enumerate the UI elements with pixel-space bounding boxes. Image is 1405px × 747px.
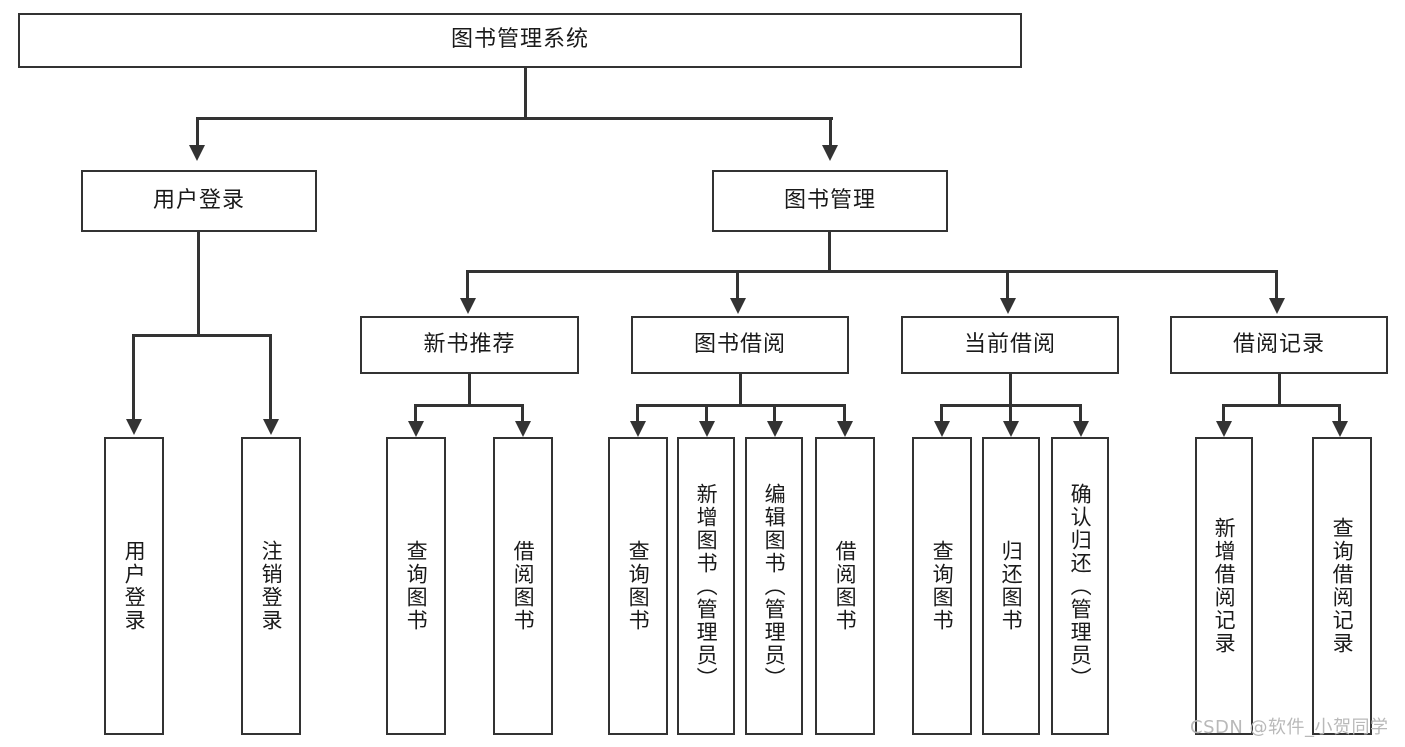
connector-user-login-drop-2 <box>269 334 272 419</box>
node-label: 用户登录 <box>122 540 147 632</box>
arrow-to-leaf-user-login <box>126 419 142 435</box>
connector-new-book-drop-1 <box>414 404 417 421</box>
connector-book-borrow-bus <box>636 404 846 407</box>
connector-borrow-record-drop-2 <box>1338 404 1341 421</box>
leaf-query-book-borrow[interactable]: 查询图书 <box>608 437 668 735</box>
node-label: 归还图书 <box>999 540 1024 632</box>
leaf-query-book-current[interactable]: 查询图书 <box>912 437 972 735</box>
connector-book-mgmt-drop-3 <box>1006 270 1009 298</box>
arrow-to-book-borrow <box>730 298 746 314</box>
connector-book-mgmt-drop-2 <box>736 270 739 298</box>
node-label: 注销登录 <box>259 540 284 632</box>
node-label: 借阅图书 <box>511 540 536 632</box>
connector-current-borrow-drop-1 <box>940 404 943 421</box>
connector-book-mgmt-drop-1 <box>466 270 469 298</box>
connector-user-login-stem <box>197 232 200 336</box>
node-label: 新增图书（管理员） <box>694 482 719 690</box>
node-label: 借阅记录 <box>1232 331 1325 357</box>
connector-book-mgmt-drop-4 <box>1275 270 1278 298</box>
connector-borrow-record-stem <box>1278 374 1281 406</box>
connector-book-borrow-drop-3 <box>773 404 776 421</box>
connector-root-drop-right <box>829 117 832 145</box>
leaf-query-book-recommend[interactable]: 查询图书 <box>386 437 446 735</box>
connector-user-login-bus <box>132 334 272 337</box>
node-new-book-recommend[interactable]: 新书推荐 <box>360 316 579 374</box>
leaf-logout[interactable]: 注销登录 <box>241 437 301 735</box>
node-label: 编辑图书（管理员） <box>762 482 787 690</box>
connector-book-borrow-stem <box>739 374 742 406</box>
connector-new-book-bus <box>414 404 524 407</box>
leaf-return-book[interactable]: 归还图书 <box>982 437 1040 735</box>
node-root-system[interactable]: 图书管理系统 <box>18 13 1022 68</box>
node-label: 图书管理 <box>783 187 876 213</box>
node-user-login[interactable]: 用户登录 <box>81 170 317 232</box>
leaf-user-login[interactable]: 用户登录 <box>104 437 164 735</box>
arrow-to-leaf-logout <box>263 419 279 435</box>
connector-borrow-record-drop-1 <box>1222 404 1225 421</box>
leaf-edit-book-admin[interactable]: 编辑图书（管理员） <box>745 437 803 735</box>
leaf-add-book-admin[interactable]: 新增图书（管理员） <box>677 437 735 735</box>
connector-book-borrow-drop-1 <box>636 404 639 421</box>
node-label: 查询借阅记录 <box>1330 517 1355 655</box>
arrow-to-borrow-record <box>1269 298 1285 314</box>
connector-new-book-drop-2 <box>521 404 524 421</box>
arrow-to-leaf-add-record <box>1216 421 1232 437</box>
node-label: 查询图书 <box>930 540 955 632</box>
arrow-to-leaf-confirm-return <box>1073 421 1089 437</box>
node-label: 查询图书 <box>404 540 429 632</box>
arrow-to-user-login <box>189 145 205 161</box>
arrow-to-leaf-add-book <box>699 421 715 437</box>
node-label: 新书推荐 <box>423 331 516 357</box>
connector-book-mgmt-bus <box>466 270 1278 273</box>
node-label: 图书管理系统 <box>450 27 589 53</box>
connector-current-borrow-drop-3 <box>1079 404 1082 421</box>
node-label: 当前借阅 <box>963 331 1056 357</box>
leaf-add-borrow-record[interactable]: 新增借阅记录 <box>1195 437 1253 735</box>
watermark-text: CSDN @软件_小贺同学 <box>1190 717 1389 738</box>
connector-new-book-stem <box>468 374 471 406</box>
connector-borrow-record-bus <box>1222 404 1340 407</box>
leaf-query-borrow-record[interactable]: 查询借阅记录 <box>1312 437 1372 735</box>
connector-root-bus <box>196 117 833 120</box>
arrow-to-leaf-return-book <box>1003 421 1019 437</box>
node-book-management[interactable]: 图书管理 <box>712 170 948 232</box>
arrow-to-leaf-query-book-3 <box>934 421 950 437</box>
connector-book-borrow-drop-4 <box>843 404 846 421</box>
node-label: 新增借阅记录 <box>1212 517 1237 655</box>
node-label: 图书借阅 <box>693 331 786 357</box>
leaf-borrow-book-borrow[interactable]: 借阅图书 <box>815 437 875 735</box>
arrow-to-book-management <box>822 145 838 161</box>
arrow-to-current-borrow <box>1000 298 1016 314</box>
node-borrow-record[interactable]: 借阅记录 <box>1170 316 1388 374</box>
arrow-to-leaf-borrow-book-2 <box>837 421 853 437</box>
arrow-to-leaf-query-book-1 <box>408 421 424 437</box>
node-label: 确认归还（管理员） <box>1068 482 1093 690</box>
arrow-to-new-book-recommend <box>460 298 476 314</box>
connector-book-mgmt-stem <box>828 232 831 272</box>
arrow-to-leaf-borrow-book-1 <box>515 421 531 437</box>
arrow-to-leaf-edit-book <box>767 421 783 437</box>
connector-current-borrow-drop-2 <box>1009 404 1012 421</box>
connector-root-stem <box>524 68 527 118</box>
node-label: 查询图书 <box>626 540 651 632</box>
node-label: 用户登录 <box>152 187 245 213</box>
node-book-borrow[interactable]: 图书借阅 <box>631 316 849 374</box>
leaf-confirm-return-admin[interactable]: 确认归还（管理员） <box>1051 437 1109 735</box>
arrow-to-leaf-query-record <box>1332 421 1348 437</box>
connector-user-login-drop-1 <box>132 334 135 419</box>
connector-current-borrow-stem <box>1009 374 1012 406</box>
leaf-borrow-book-recommend[interactable]: 借阅图书 <box>493 437 553 735</box>
node-label: 借阅图书 <box>833 540 858 632</box>
connector-book-borrow-drop-2 <box>705 404 708 421</box>
node-current-borrow[interactable]: 当前借阅 <box>901 316 1119 374</box>
arrow-to-leaf-query-book-2 <box>630 421 646 437</box>
connector-root-drop-left <box>196 117 199 145</box>
